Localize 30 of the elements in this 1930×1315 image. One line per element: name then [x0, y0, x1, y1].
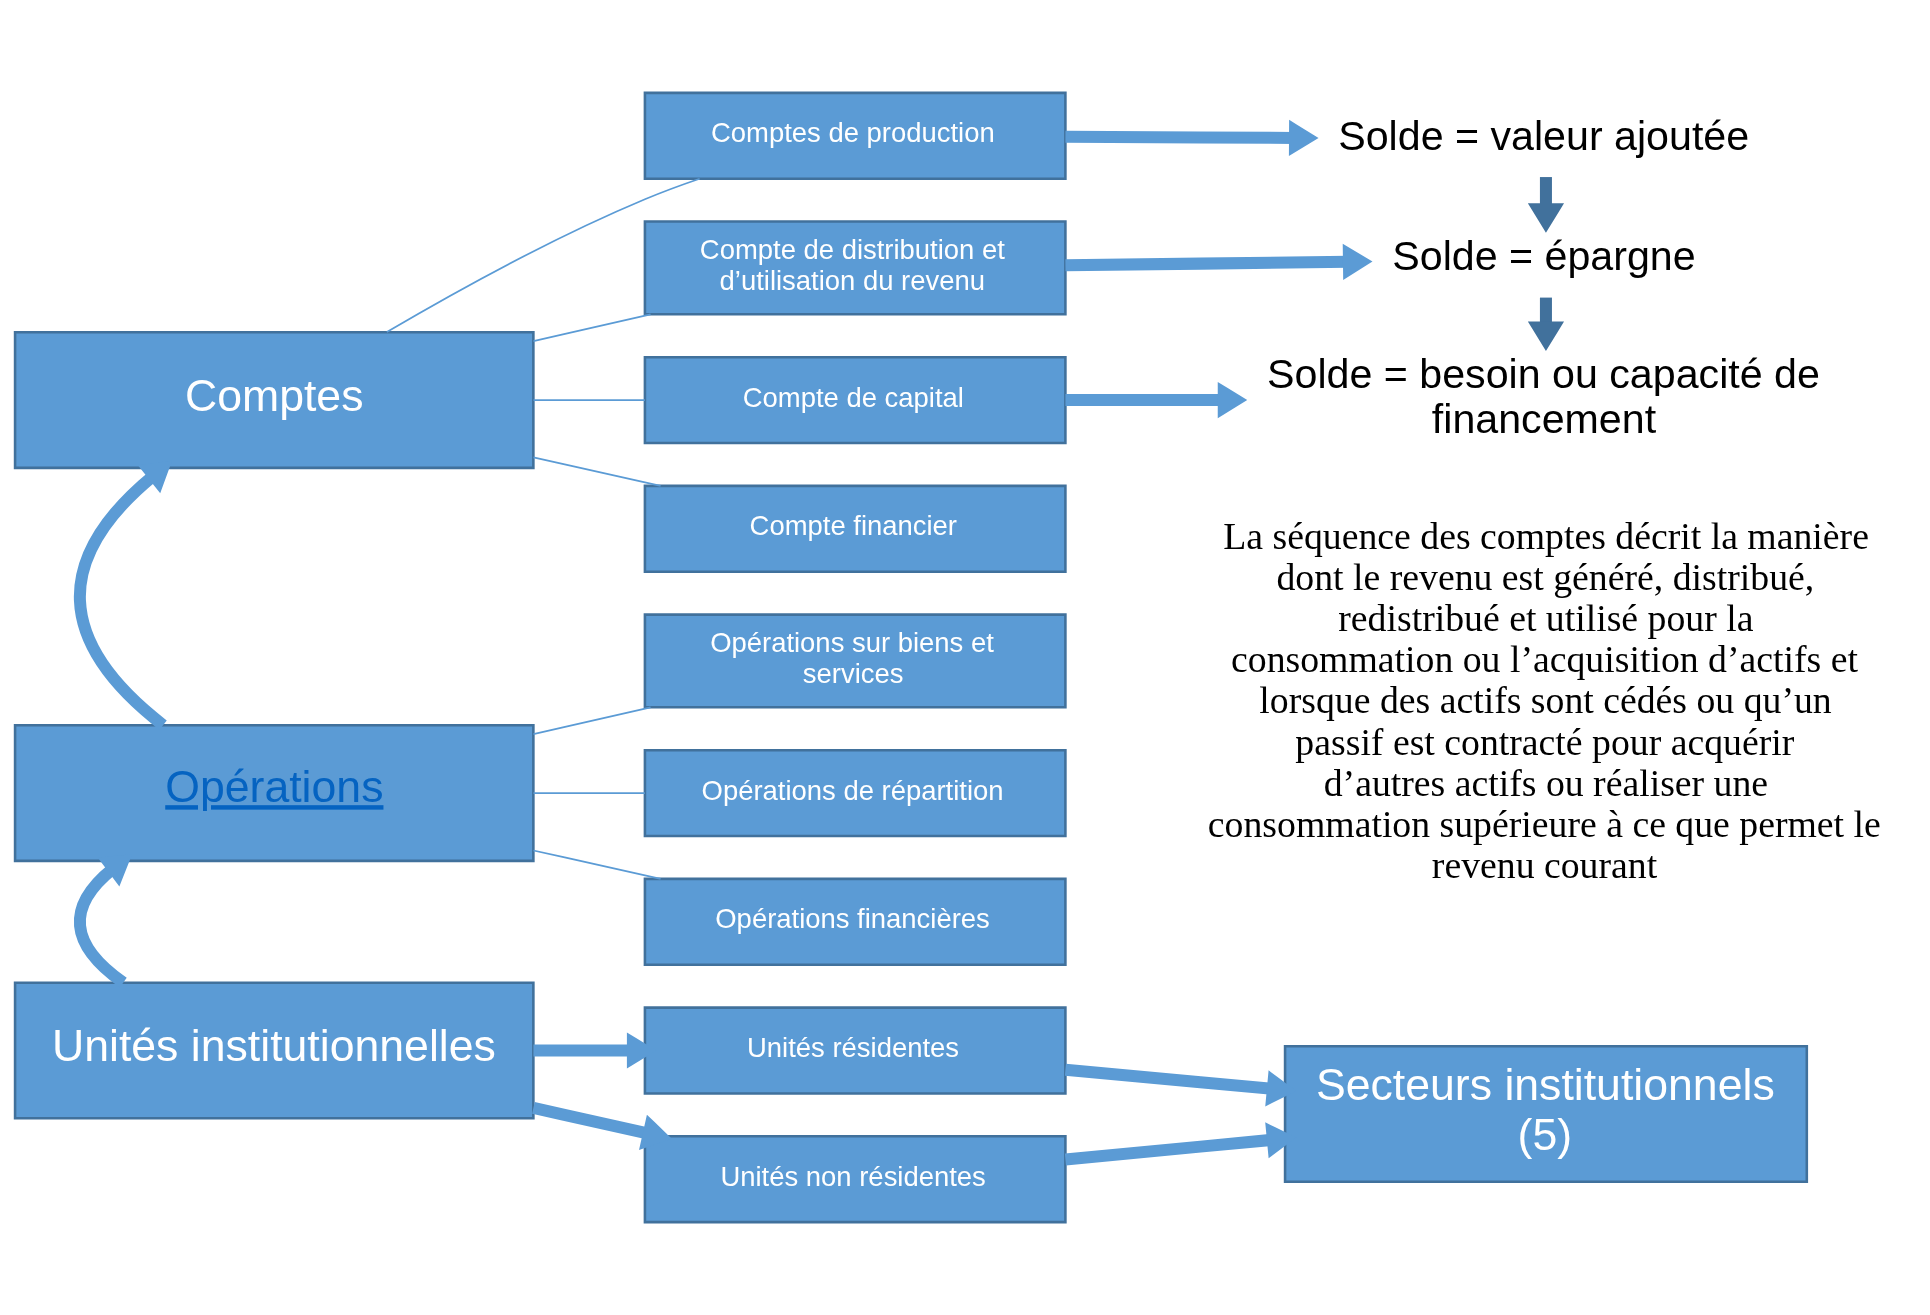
connector	[532, 456, 662, 487]
node-box: Unités institutionnelles	[13, 981, 535, 1120]
arrow	[1065, 381, 1248, 419]
node-box: Unités résidentes	[643, 1006, 1067, 1095]
node-box: Opérations de répartition	[643, 748, 1067, 838]
arrow	[1065, 119, 1319, 156]
node-text: Solde = épargne	[1392, 232, 1696, 279]
node-box: Opérations sur biens et services	[643, 613, 1067, 709]
arrow	[1065, 243, 1373, 280]
connector	[532, 399, 646, 401]
connector	[386, 177, 701, 333]
node-text: Solde = valeur ajoutée	[1338, 112, 1750, 159]
node-box: Unités non résidentes	[643, 1135, 1067, 1224]
arrow	[1527, 177, 1565, 233]
node-box: Compte de capital	[643, 355, 1067, 445]
arrow	[1527, 297, 1564, 352]
node-box: Opérations	[13, 724, 535, 863]
connector	[532, 849, 662, 880]
node-text: Solde = besoin ou capacité de financement	[1267, 351, 1820, 443]
node-box: Compte financier	[643, 484, 1067, 573]
node-box: Comptes	[13, 331, 535, 470]
node-box: Secteurs institutionnels (5)	[1283, 1044, 1809, 1184]
node-box: Comptes de production	[643, 91, 1067, 180]
node-box: Compte de distribution et d’utilisation du revenu	[643, 220, 1067, 316]
connector	[532, 792, 646, 794]
connector	[532, 706, 652, 735]
label: La séquence des comptes décrit la manière dont le revenu est généré, distribué, redistribué et utilisé pour la consommation ou l’acquisition d’actifs et lorsque des actifs sont cédés ou qu’un passif est contracté pour acquérir d’autres actifs ou réaliser une consommation supérieure à ce que permet le revenu courant	[1207, 514, 1881, 887]
arrow	[532, 1102, 672, 1150]
node-box: Opérations financières	[643, 877, 1067, 966]
connector	[532, 313, 652, 342]
